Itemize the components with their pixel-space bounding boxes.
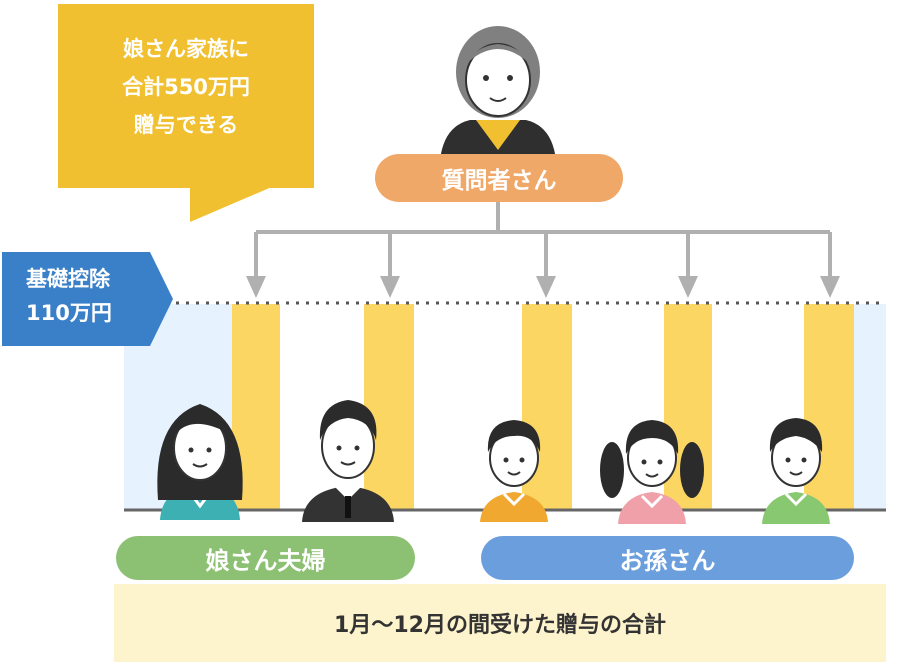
grandchildren-label: お孫さん [481, 536, 854, 580]
questioner-avatar-icon [440, 26, 556, 160]
callout-line-1: 娘さん家族に [123, 37, 249, 61]
boy-avatar-icon [480, 420, 548, 522]
callout-tail [190, 186, 274, 222]
boy-avatar-icon [762, 418, 830, 524]
basic-deduction-title: 基礎控除 [26, 267, 110, 291]
man-suit-avatar-icon [302, 400, 394, 522]
daughter-couple-label: 娘さん夫婦 [116, 536, 415, 580]
arrow-heads [246, 276, 840, 298]
basic-deduction-tag: 基礎控除 110万円 [2, 252, 173, 346]
woman-avatar-icon [157, 404, 243, 520]
distribution-arrows [254, 202, 832, 286]
gift-area-background [124, 304, 886, 510]
gift-period-label: 1月～12月の間受けた贈与の合計 [114, 584, 886, 662]
questioner-label: 質問者さん [375, 154, 623, 202]
gift-bar-son-in-law [364, 304, 414, 510]
gift-total-callout [58, 4, 314, 188]
callout-line-2: 合計550万円 [122, 75, 250, 99]
callout-line-3: 贈与できる [133, 113, 239, 137]
basic-deduction-amount: 110万円 [26, 301, 112, 325]
girl-avatar-icon [600, 420, 704, 524]
callout-text: 娘さん家族に 合計550万円 贈与できる [58, 30, 314, 144]
